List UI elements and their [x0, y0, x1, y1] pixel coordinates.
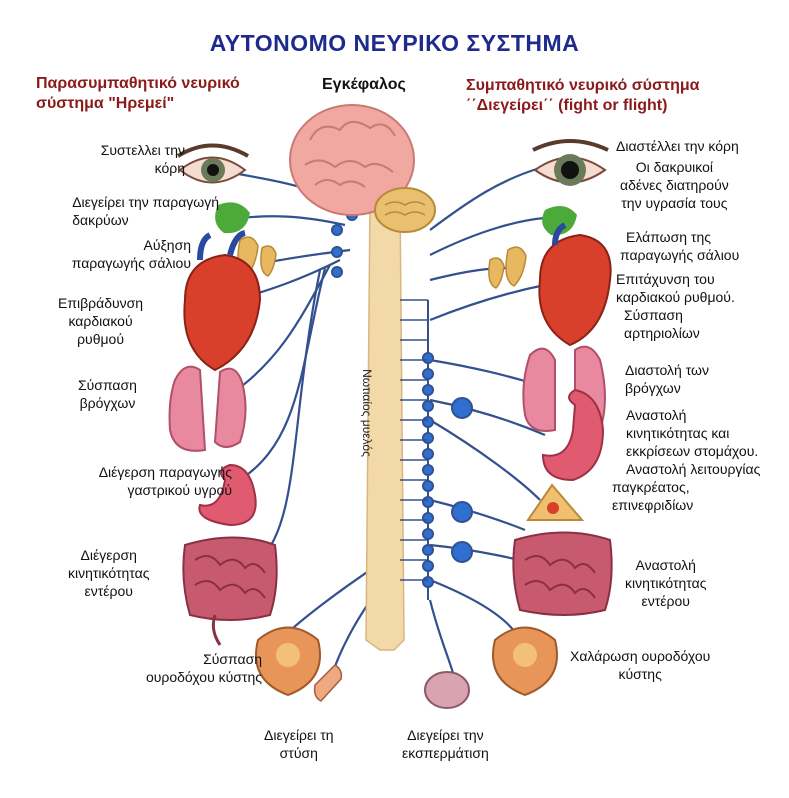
label-line: Διεγείρει τη	[264, 727, 334, 743]
spinal-cord-label-box: Νωτιαίος μυελός	[357, 350, 377, 480]
label-line: δακρύων	[72, 212, 129, 228]
symp-label-saliva: Ελάπωση της παραγωγής σάλιου	[620, 228, 739, 264]
label-line: κόρη	[154, 160, 185, 176]
right-intestines	[512, 531, 613, 616]
symp-label-intestine: Αναστολή κινητικότητας εντέρου	[625, 556, 706, 610]
label-erection: Διεγείρει τη στύση	[264, 726, 334, 762]
symp-label-heart: Επιτάχυνση του καρδιακού ρυθμού. Σύσπαση…	[616, 270, 735, 342]
label-line: Ελάπωση της	[626, 229, 711, 245]
label-line: κινητικότητας	[68, 565, 150, 581]
para-label-saliva: Αύξηση παραγωγής σάλιου	[72, 236, 191, 272]
label-line: εκσπερμάτιση	[402, 745, 489, 761]
label-line: Επιτάχυνση του	[616, 271, 715, 287]
label-line: Συστελλει την	[100, 142, 185, 158]
right-heart	[538, 222, 612, 347]
right-salivary-glands	[488, 246, 527, 289]
parasympathetic-heading-line1: Παρασυμπαθητικό νευρικό	[36, 75, 240, 92]
label-line: κινητικότητας	[625, 575, 707, 591]
symp-label-bladder: Χαλάρωση ουροδόχου κύστης	[570, 647, 710, 683]
label-line: Σύσπαση	[78, 377, 137, 393]
right-stomach	[541, 388, 605, 482]
symp-label-tears: Οι δακρυικοί αδένες διατηρούν την υγρασί…	[620, 158, 729, 212]
label-line: Επιβράδυνση	[58, 295, 144, 311]
left-lungs	[168, 365, 247, 452]
brain-label: Εγκέφαλος	[322, 76, 406, 93]
testis	[424, 671, 470, 709]
para-label-gastric: Διέγερση παραγωγής γαστρικού υγρού	[99, 463, 232, 499]
left-stomach	[198, 463, 257, 527]
label-line: καρδιακού	[68, 313, 133, 329]
label-line: Αύξηση	[143, 237, 191, 253]
right-lacrimal-gland	[542, 206, 577, 236]
left-heart	[183, 230, 262, 372]
label-line: Αναστολή λειτουργίας	[626, 461, 761, 477]
right-pancreas-adrenal	[526, 483, 585, 521]
parasympathetic-heading: Παρασυμπαθητικό νευρικό σύστημα "Ηρεμεί"	[36, 74, 240, 114]
sympathetic-heading-line2: ΄΄Διεγείρει΄΄ (fight or flight)	[466, 97, 668, 114]
label-line: ρυθμού	[77, 331, 124, 347]
label-line: Οι δακρυικοί	[635, 159, 713, 175]
label-line: παραγωγής σάλιου	[620, 247, 740, 263]
spinal-cord-label: Νωτιαίος μυελός	[360, 369, 374, 457]
label-line: Διεγείρει την	[407, 727, 484, 743]
label-line: Διέγερση	[80, 547, 137, 563]
label-line: Σύσπαση	[624, 307, 683, 323]
sympathetic-chain	[331, 209, 473, 600]
label-line: Αναστολή	[635, 557, 696, 573]
label-line: εντέρου	[641, 593, 690, 609]
label-line: Αναστολή	[626, 407, 687, 423]
label-ejaculation: Διεγείρει την εκσπερμάτιση	[402, 726, 489, 762]
left-eye	[176, 143, 250, 184]
label-line: εκκρίσεων στομάχου.	[626, 443, 759, 459]
label-line: ουροδόχου κύστης	[145, 669, 262, 685]
left-bladder	[255, 626, 321, 697]
para-label-bladder: Σύσπαση ουροδόχου κύστης	[146, 650, 262, 686]
label-line: Διέγερση παραγωγής	[98, 464, 232, 480]
symp-label-stomach: Αναστολή κινητικότητας και εκκρίσεων στο…	[612, 406, 760, 514]
label-line: παγκρέατος,	[612, 479, 690, 495]
symp-label-bronchi: Διαστολή των βρόγχων	[625, 361, 709, 397]
para-label-heart: Επιβράδυνση καρδιακού ρυθμού	[58, 294, 143, 348]
label-line: καρδιακού ρυθμού.	[616, 289, 735, 305]
brain	[289, 104, 436, 233]
left-lacrimal-gland	[215, 202, 250, 234]
para-label-bronchi: Σύσπαση βρόγχων	[78, 376, 137, 412]
label-line: κύστης	[618, 666, 662, 682]
right-eye	[532, 139, 609, 186]
label-line: αρτηριολίων	[624, 325, 700, 341]
para-label-intestine: Διέγερση κινητικότητας εντέρου	[68, 546, 149, 600]
page-title: ΑΥΤΟΝΟΜΟ ΝΕΥΡΙΚΟ ΣΥΣΤΗΜΑ	[209, 30, 580, 56]
sympathetic-heading: Συμπαθητικό νευρικό σύστημα ΄΄Διεγείρει΄…	[466, 76, 699, 116]
label-line: την υγρασία τους	[621, 195, 728, 211]
label-line: βρόγχων	[625, 380, 681, 396]
label-line: Διαστολή των	[625, 362, 709, 378]
label-line: Διεγείρει την παραγωγή	[72, 194, 219, 210]
label-line: γαστρικού υγρού	[127, 482, 232, 498]
label-line: Διαστέλλει την κόρη	[616, 138, 739, 154]
right-bladder	[492, 626, 558, 697]
label-line: στύση	[279, 745, 318, 761]
label-line: Σύσπαση	[203, 651, 262, 667]
label-line: κινητικότητας και	[626, 425, 730, 441]
label-line: βρόγχων	[79, 395, 136, 411]
label-line: αδένες διατηρούν	[620, 177, 729, 193]
penis	[313, 664, 343, 702]
para-label-pupil: Συστελλει την κόρη	[101, 141, 185, 177]
parasympathetic-heading-line2: σύστημα "Ηρεμεί"	[36, 95, 175, 112]
label-line: Χαλάρωση ουροδόχου	[570, 648, 711, 664]
para-label-tears: Διεγείρει την παραγωγή δακρύων	[72, 193, 219, 229]
label-line: επινεφριδίων	[612, 497, 694, 513]
symp-label-pupil: Διαστέλλει την κόρη	[616, 137, 739, 155]
label-line: παραγωγής σάλιου	[71, 255, 191, 271]
label-line: εντέρου	[84, 583, 133, 599]
sympathetic-heading-line1: Συμπαθητικό νευρικό σύστημα	[466, 77, 700, 94]
left-intestines	[182, 536, 278, 646]
